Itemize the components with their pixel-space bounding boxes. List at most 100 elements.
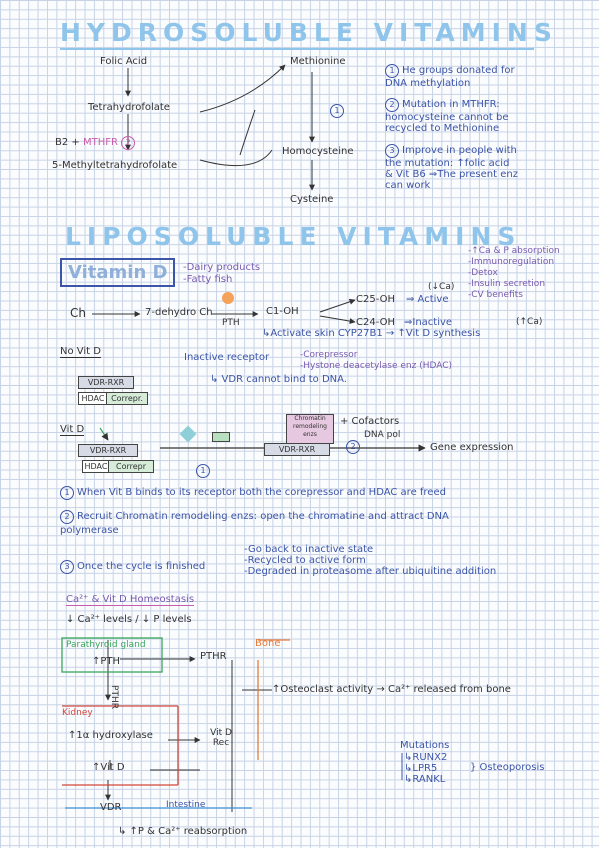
parathyroid-gland: Parathyroid gland <box>66 640 146 650</box>
note-line: Improve in people with <box>402 145 517 156</box>
activate-cyp: ↳Activate skin CYP27B1 → ↑Vit D synthesi… <box>262 328 481 339</box>
bone-label: Bone <box>255 638 281 649</box>
number-badge: 2 <box>385 98 399 112</box>
note-line: homocysteine cannot be <box>385 112 509 123</box>
num-badge-2b: 2 <box>346 434 363 454</box>
dna-pol: DNA pol <box>364 430 401 440</box>
cofactors: + Cofactors <box>340 416 400 427</box>
7-dehydro-ch: 7-dehydro Ch <box>145 307 213 318</box>
osteoclast-activity: ↑Osteoclast activity → Ca²⁺ released fro… <box>272 684 511 695</box>
pth-up: ↑PTH <box>92 656 121 667</box>
vdr-rxr-box: VDR-RXR <box>78 444 138 457</box>
vitd-benefits: -↑Ca & P absorption -Immunoregulation -D… <box>468 246 560 301</box>
gene-expression: Gene expression <box>430 442 514 453</box>
vitamin-d-label: Vitamin D <box>60 258 176 287</box>
step-text: polymerase <box>60 525 119 536</box>
number-badge: 1 <box>60 486 74 500</box>
active-label: ⇒ Active <box>406 294 449 305</box>
note-line: He groups donated for <box>402 65 515 76</box>
note-line: DNA methylation <box>385 78 471 89</box>
title-hydrosoluble: HYDROSOLUBLE VITAMINS <box>60 18 558 47</box>
b2-label: B2 + <box>55 137 83 148</box>
mutation-item: ↳LPR5 <box>404 763 438 774</box>
pthr-kidney: PTHR <box>108 685 119 709</box>
receptor-partners: -Corepressor -Hystone deacetylase enz (H… <box>300 350 452 372</box>
number-badge: 2 <box>346 440 360 454</box>
step-text: When Vit B binds to its receptor both th… <box>77 487 446 498</box>
kidney-label: Kidney <box>62 708 93 718</box>
step-3-options: -Go back to inactive state -Recycled to … <box>244 544 496 577</box>
vdr-rxr-box: VDR-RXR <box>78 376 134 389</box>
step-text: Recruit Chromatin remodeling enzs: open … <box>77 511 449 522</box>
hdac-shape <box>212 432 230 442</box>
hdac-box: HDAC <box>78 392 108 405</box>
option-line: -Degraded in proteasome after ubiquitine… <box>244 566 497 577</box>
ca-up: (↑Ca) <box>516 317 543 327</box>
mutation-item: ↳RUNX2 <box>404 752 448 763</box>
mutation-item: ↳RANKL <box>404 774 446 785</box>
benefit-line: -CV benefits <box>468 290 523 300</box>
reabsorption: ↳ ↑P & Ca²⁺ reabsorption <box>118 826 248 837</box>
hdac-box: HDAC <box>82 460 110 473</box>
cholesterol: Ch <box>70 306 86 320</box>
note-line: the mutation: ↑folic acid <box>385 158 510 169</box>
hydroxylase: ↑1α hydroxylase <box>68 730 153 741</box>
ca-down: (↓Ca) <box>428 282 455 292</box>
note-line: Mutation in MTHFR: <box>402 99 500 110</box>
inactive-label: ⇒Inactive <box>404 317 453 328</box>
note-line: & Vit B6 ⇒The present enz <box>385 169 518 180</box>
number-badge: 3 <box>385 144 399 158</box>
step-text: Once the cycle is finished <box>77 561 206 572</box>
number-badge: 2 <box>60 510 74 524</box>
note-line: recycled to Methionine <box>385 123 500 134</box>
option-line: -Go back to inactive state <box>244 544 374 555</box>
vitd-bound-label: Vit D <box>60 424 85 436</box>
vdr-rxr-bound: VDR-RXR <box>264 443 330 456</box>
intestine-label: Intestine <box>166 800 206 810</box>
note-line: can work <box>385 180 431 191</box>
vitd-sources: -Dairy products -Fatty fish <box>183 262 260 286</box>
mutations-list: ↳RUNX2 ↳LPR5 ↳RANKL <box>404 752 447 785</box>
methyl-thf: 5-Methyltetrahydrofolate <box>52 160 178 171</box>
pth-label: PTH <box>222 318 240 328</box>
title-liposoluble: LIPOSOLUBLE VITAMINS <box>65 222 522 251</box>
title-underline <box>60 48 534 50</box>
mutations-title: Mutations <box>400 740 450 751</box>
methionine: Methionine <box>290 56 346 67</box>
pthr-bone: PTHR <box>200 651 227 662</box>
vdr-label: VDR <box>100 802 122 813</box>
benefit-line: -Immunoregulation <box>468 257 555 267</box>
partner-line: -Hystone deacetylase enz (HDAC) <box>300 361 453 371</box>
number-badge: 1 <box>196 464 210 478</box>
tetrahydrofolate: Tetrahydrofolate <box>88 102 170 113</box>
osteoporosis: } Osteoporosis <box>470 762 545 773</box>
chromatin-enzs: Chromatin remodeling enzs <box>286 414 334 444</box>
correp-box: Correpr. <box>106 392 148 405</box>
c24-oh: C24-OH <box>356 317 395 328</box>
vdr-cannot-bind: ↳ VDR cannot bind to DNA. <box>210 374 347 385</box>
benefit-line: -↑Ca & P absorption <box>468 246 560 256</box>
c25-oh: C25-OH <box>356 294 395 305</box>
c1-oh: C1-OH <box>266 306 299 317</box>
option-line: -Recycled to active form <box>244 555 366 566</box>
vitd-receptor: Vit D Rec <box>210 728 232 748</box>
partner-line: -Corepressor <box>300 350 358 360</box>
number-badge: 3 <box>60 560 74 574</box>
ca-p-levels: ↓ Ca²⁺ levels / ↓ P levels <box>66 614 192 625</box>
inactive-receptor: Inactive receptor <box>184 352 270 363</box>
benefit-line: -Detox <box>468 268 498 278</box>
homocysteine: Homocysteine <box>282 146 354 157</box>
number-badge: 1 <box>330 104 344 118</box>
num-badge-1b: 1 <box>196 458 213 478</box>
source-line: -Dairy products <box>183 262 261 273</box>
cysteine: Cysteine <box>290 194 334 205</box>
num-badge-1: 1 <box>330 98 347 118</box>
homeostasis-title: Ca²⁺ & Vit D Homeostasis <box>66 594 195 606</box>
